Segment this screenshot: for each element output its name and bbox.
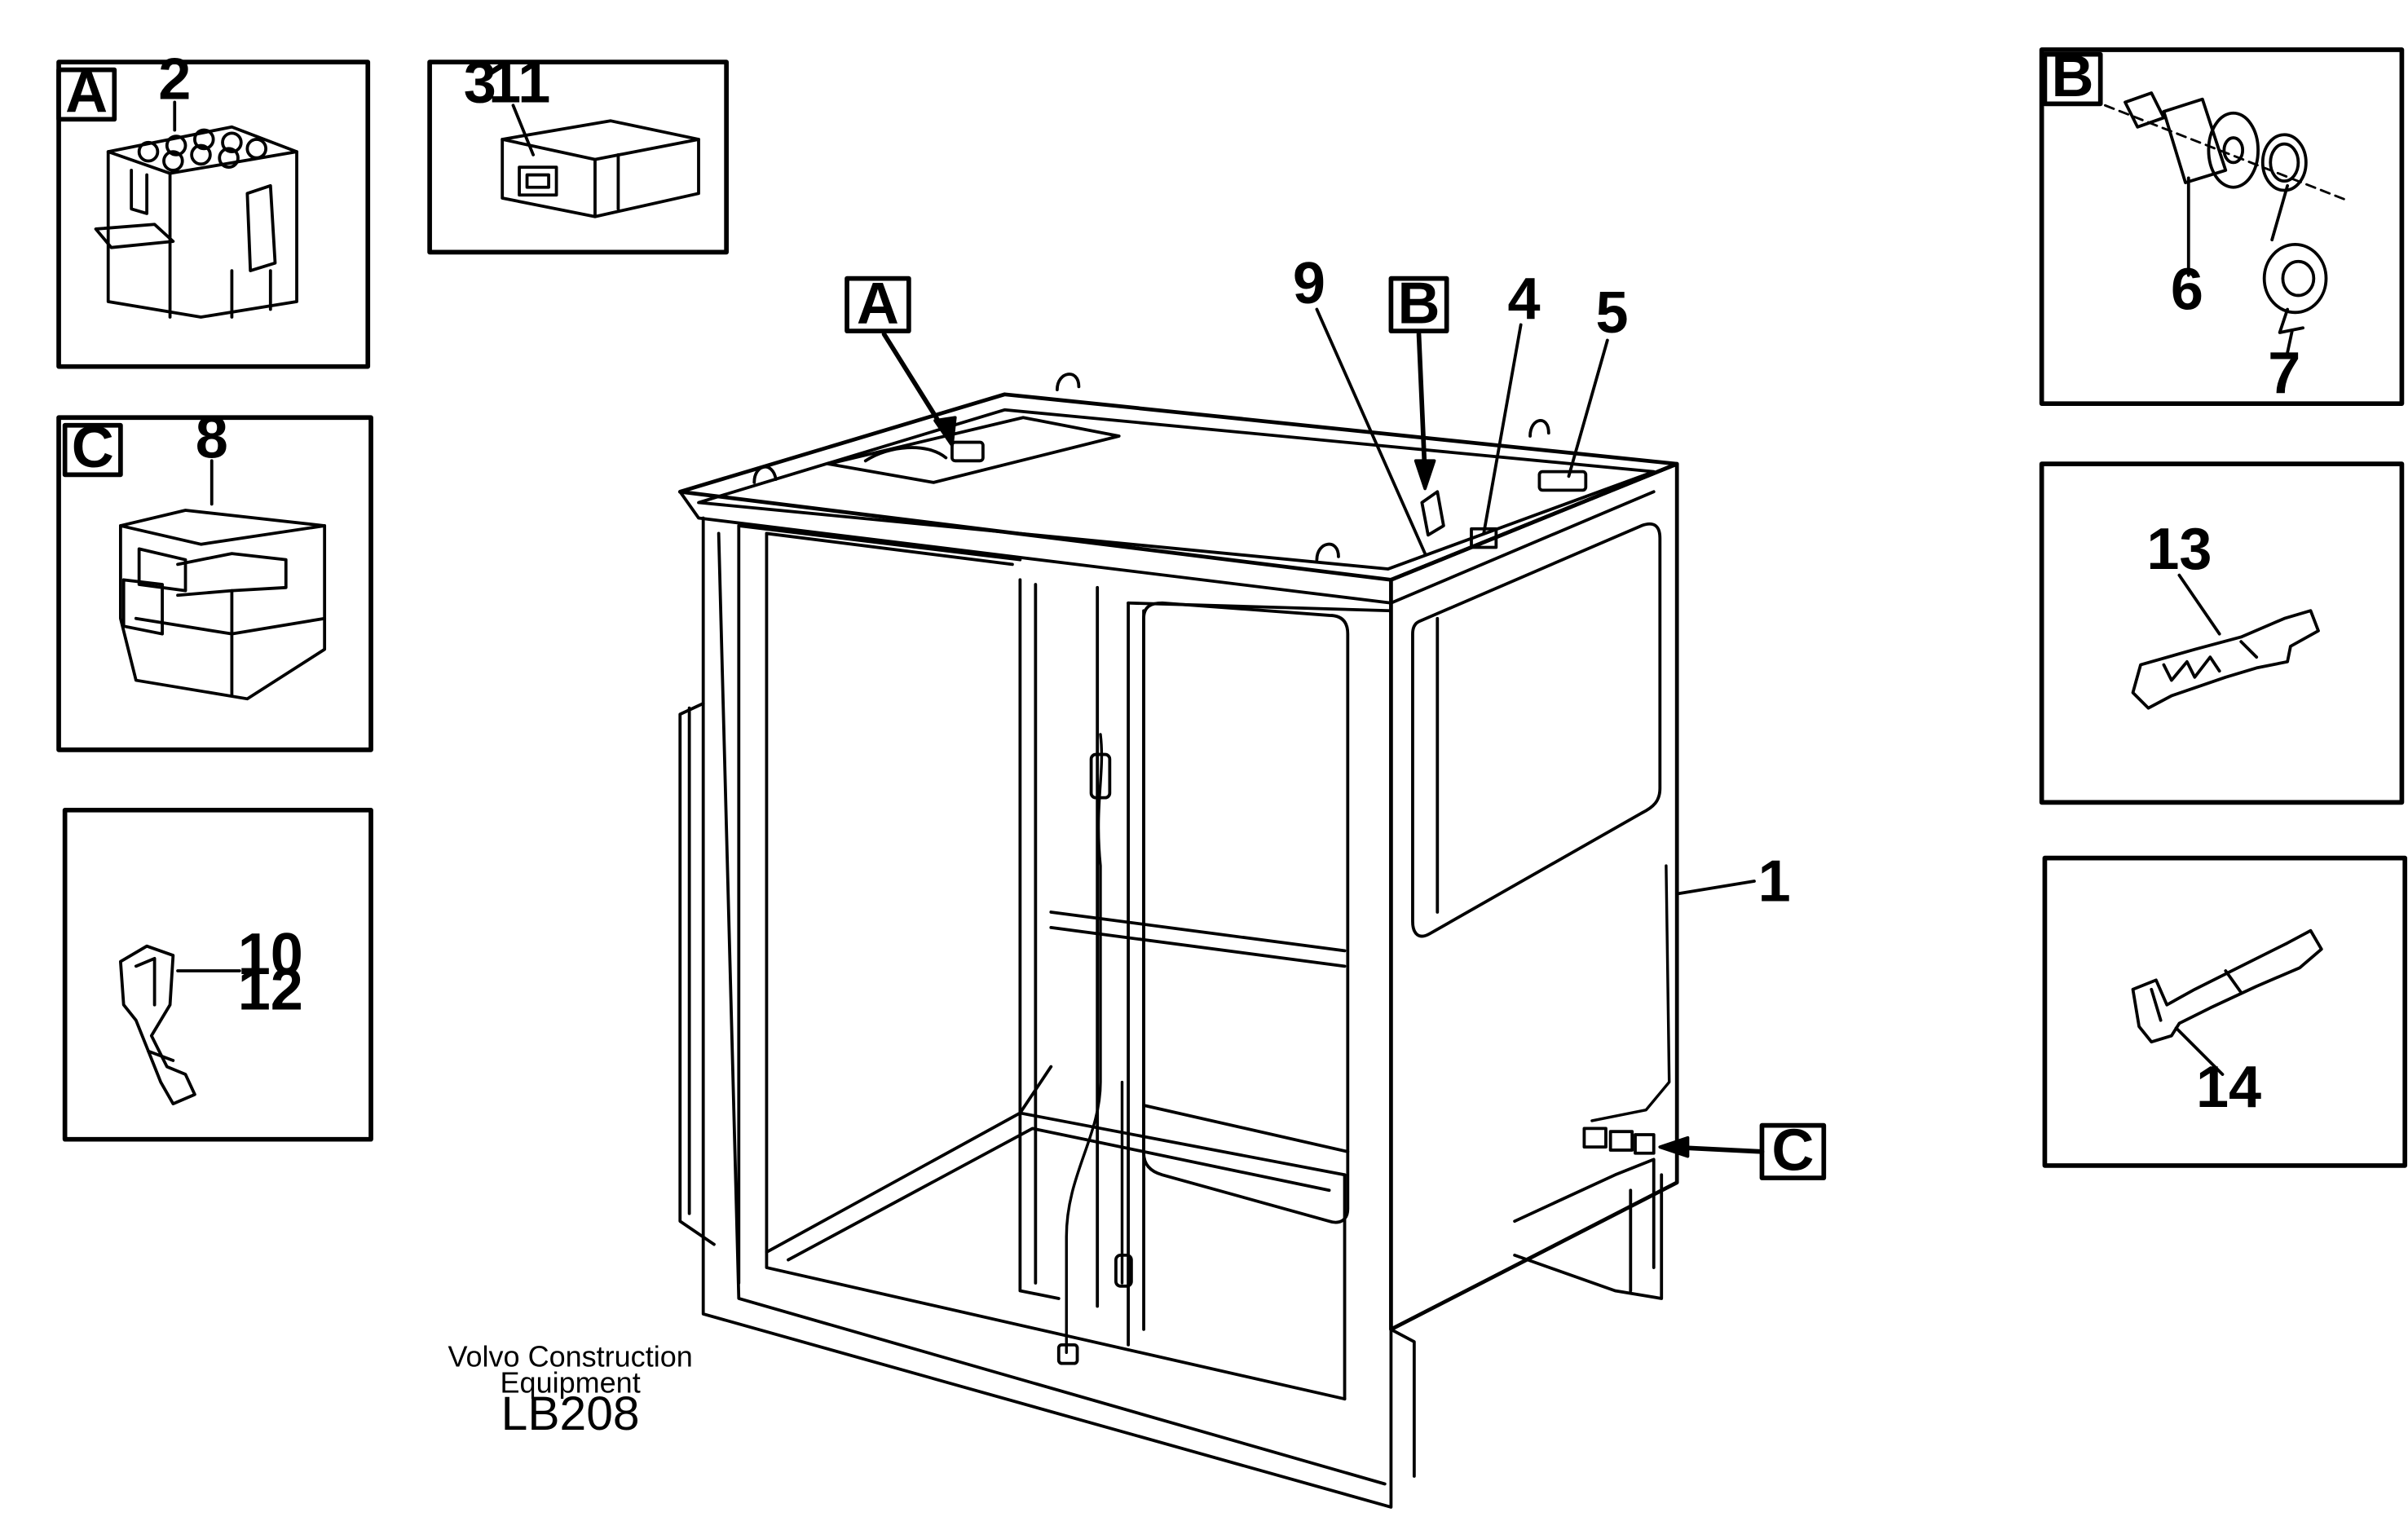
roof-connector-a (950, 440, 985, 463)
tag-b-label: B (2052, 44, 2094, 109)
cap-7-drawing (2262, 183, 2328, 334)
detail-panel-a: A 2 (56, 47, 371, 369)
roof-part-5 (1537, 470, 1588, 492)
drawing-code: LB208 (501, 1387, 640, 1440)
part-8-drawing (118, 509, 327, 701)
detail-panel-c: C 8 (56, 406, 373, 752)
tag-a-box (845, 276, 911, 333)
detail-panel-b: B 6 7 (2039, 44, 2405, 407)
detail-panel-3-11: 3 11 (427, 50, 729, 255)
tag-c-main: C (1771, 1118, 1814, 1184)
socket-6-drawing (2103, 91, 2351, 203)
detail-panel-10-12: 10 12 (62, 807, 373, 1142)
tag-b-main: B (1398, 271, 1440, 337)
publisher-line-1: Volvo Construction (448, 1339, 692, 1373)
terminal-10-12-drawing (118, 944, 196, 1105)
terminal-3-11-drawing (501, 119, 700, 218)
main-callouts: A B C 9 4 5 1 (845, 251, 1827, 1184)
tag-c-label: C (72, 415, 114, 480)
cab-assembly (677, 373, 1679, 1509)
callout-7: 7 (2268, 341, 2300, 406)
callout-5: 5 (1596, 280, 1629, 346)
tag-b-box (1388, 276, 1449, 333)
callout-9: 9 (1293, 251, 1325, 316)
callout-14: 14 (2196, 1055, 2261, 1120)
connector-2-drawing (94, 125, 298, 319)
callout-1: 1 (1758, 849, 1791, 915)
callout-3: 3 (464, 50, 496, 115)
callout-11: 11 (488, 50, 550, 115)
publisher-line-2: Equipment (501, 1366, 641, 1400)
footer: Volvo Construction Equipment LB208 (448, 1339, 692, 1440)
callout-4: 4 (1507, 267, 1540, 332)
callout-6: 6 (2171, 258, 2203, 323)
tag-a-main: A (857, 271, 899, 337)
terminal-14-drawing (2131, 928, 2323, 1044)
callout-12: 12 (238, 957, 303, 1022)
tag-c-box (1759, 1122, 1827, 1180)
terminal-13-drawing (2131, 609, 2320, 710)
roof-socket-b (1420, 490, 1445, 537)
callout-13: 13 (2146, 517, 2212, 582)
detail-panel-13: 13 (2039, 461, 2405, 805)
callout-10: 10 (238, 922, 303, 987)
detail-panel-14: 14 (2042, 855, 2408, 1168)
tag-a-label: A (65, 60, 108, 125)
